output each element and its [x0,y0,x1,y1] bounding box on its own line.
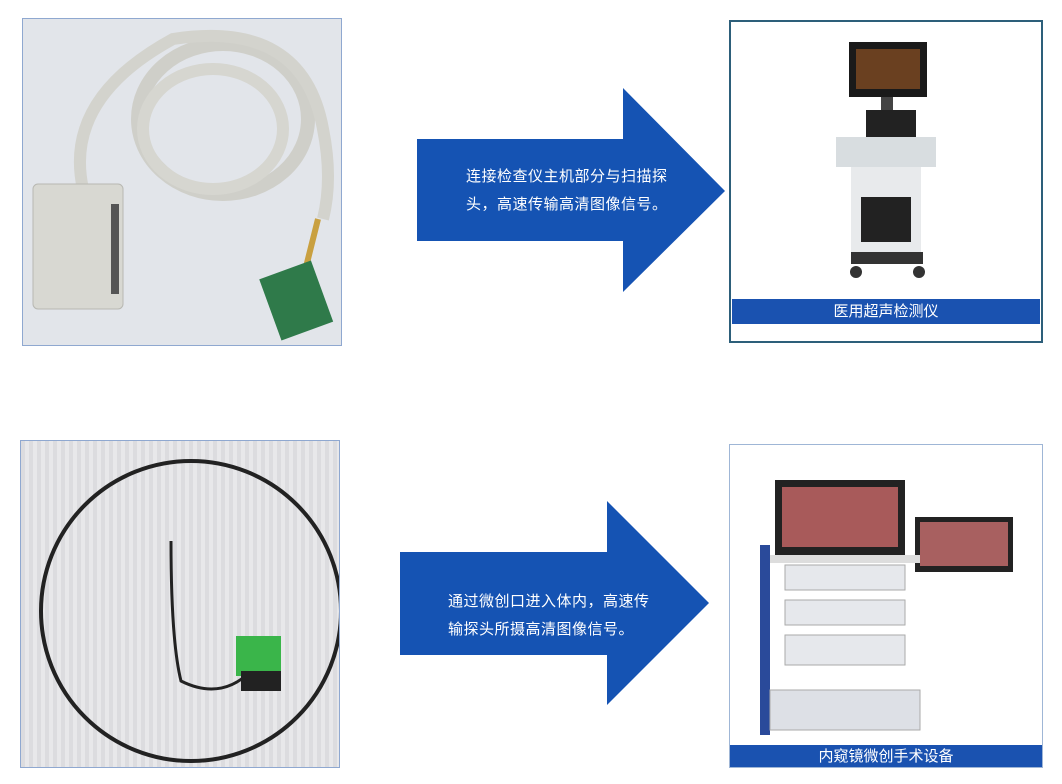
arrow-right-2 [400,501,709,705]
arrow-2-text-line: 通过微创口进入体内，高速传 [448,592,650,610]
ultrasound-machine-image [836,42,936,278]
arrow-right-1 [417,88,725,292]
arrow-2-text-line: 输探头所摄高清图像信号。 [448,620,635,638]
endoscope-caption: 内窥镜微创手术设备 [730,745,1042,767]
arrow-2-text: 通过微创口进入体内，高速传 输探头所摄高清图像信号。 [448,587,650,643]
arrow-1-text: 连接检查仪主机部分与扫描探 头，高速传输高清图像信号。 [466,162,668,218]
ultrasound-cable-photo [22,18,342,346]
ultrasound-machine-panel: 医用超声检测仪 [729,20,1043,343]
arrow-1-text-line: 头，高速传输高清图像信号。 [466,195,668,213]
endoscope-equipment-panel: 内窥镜微创手术设备 [729,444,1043,768]
endoscope-cable-photo [20,440,340,768]
endoscope-cart-image [760,480,1013,735]
arrow-1-text-line: 连接检查仪主机部分与扫描探 [466,167,668,185]
ultrasound-caption: 医用超声检测仪 [732,299,1040,324]
